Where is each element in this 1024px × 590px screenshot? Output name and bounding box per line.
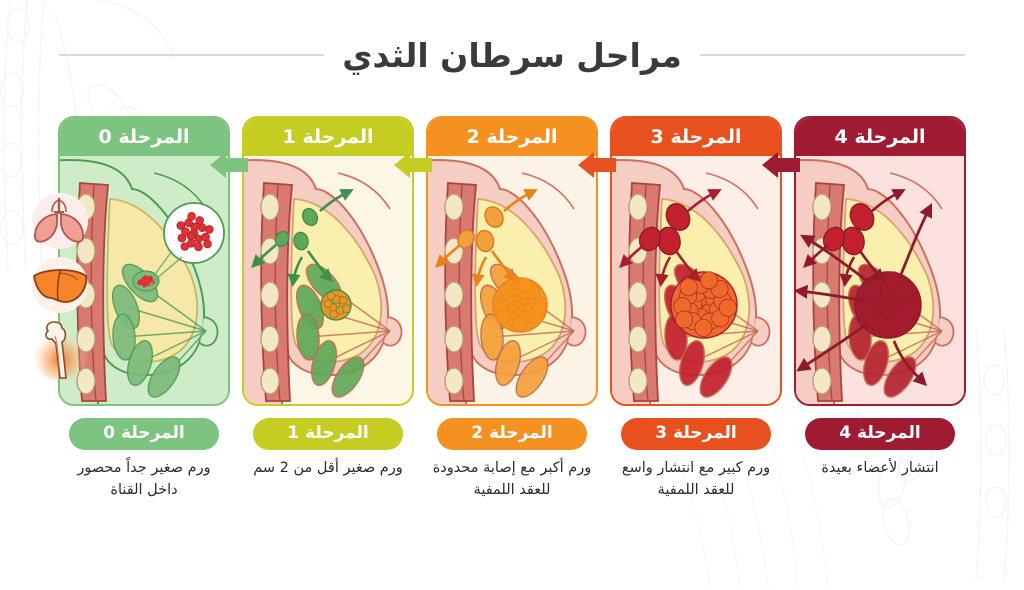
title-rule-right — [699, 54, 965, 56]
stage-description-stage-4: انتشار لأعضاء بعيدة — [821, 460, 939, 476]
badge-wrap-stage-0: المرحلة 0 — [58, 418, 230, 450]
description-wrap-stage-1: ورم صغير أقل من 2 سم — [242, 458, 414, 528]
stage-badge-stage-2[interactable]: المرحلة 2 — [437, 418, 587, 450]
stage-descriptions-row: انتشار لأعضاء بعيدة ورم كبير مع انتشار وا… — [0, 458, 1024, 528]
stage-card-frame: المرحلة 2 — [426, 116, 598, 406]
stage-card-stage-1[interactable]: المرحلة 1 — [242, 116, 414, 416]
title-rule-left — [59, 54, 325, 56]
stage-card-frame: المرحلة 1 — [242, 116, 414, 406]
stage-card-stage-0[interactable]: المرحلة 0 — [58, 116, 230, 416]
stage-description-stage-3: ورم كبير مع انتشار واسع للعقد اللمفية — [621, 460, 771, 498]
stage-card-header: المرحلة 3 — [612, 118, 780, 156]
description-wrap-stage-0: ورم صغير جداً محصور داخل القناة — [58, 458, 230, 528]
description-wrap-stage-2: ورم أكبر مع إصابة محدودة للعقد اللمفية — [426, 458, 598, 528]
stage-card-header: المرحلة 1 — [244, 118, 412, 156]
stage-illustration — [244, 156, 412, 404]
page-header: مراحل سرطان الثدي — [0, 28, 1024, 82]
stage-card-header: المرحلة 0 — [60, 118, 228, 156]
stage-description-stage-1: ورم صغير أقل من 2 سم — [253, 460, 403, 476]
page-title: مراحل سرطان الثدي — [342, 35, 682, 75]
stage-card-frame: المرحلة 0 — [58, 116, 230, 406]
stage-card-frame: المرحلة 4 — [794, 116, 966, 406]
stage-description-stage-0: ورم صغير جداً محصور داخل القناة — [77, 460, 211, 498]
arrow-from-stage0-to-stage1 — [208, 152, 250, 178]
stages-row: المرحلة 4 — [0, 116, 1024, 416]
stage-description-stage-2: ورم أكبر مع إصابة محدودة للعقد اللمفية — [432, 460, 592, 498]
description-wrap-stage-3: ورم كبير مع انتشار واسع للعقد اللمفية — [610, 458, 782, 528]
breast-cross-section-illustration — [612, 156, 780, 404]
description-wrap-stage-4: انتشار لأعضاء بعيدة — [794, 458, 966, 528]
stage-card-stage-3[interactable]: المرحلة 3 — [610, 116, 782, 416]
stage-card-frame: المرحلة 3 — [610, 116, 782, 406]
stage-badge-stage-0[interactable]: المرحلة 0 — [69, 418, 219, 450]
stage-illustration — [60, 156, 228, 404]
stage-badge-stage-1[interactable]: المرحلة 1 — [253, 418, 403, 450]
stage-badge-stage-3[interactable]: المرحلة 3 — [621, 418, 771, 450]
stage-card-header: المرحلة 2 — [428, 118, 596, 156]
arrow-from-stage2-to-stage3 — [576, 152, 618, 178]
stage-badges-row: المرحلة 4 المرحلة 3 المرحلة 2 المرحلة 1 المر… — [0, 418, 1024, 450]
stage-illustration — [796, 156, 964, 404]
breast-cross-section-illustration — [60, 156, 228, 404]
lungs-icon — [24, 190, 96, 252]
stage-badge-stage-4[interactable]: المرحلة 4 — [805, 418, 955, 450]
stage-illustration — [428, 156, 596, 404]
badge-wrap-stage-3: المرحلة 3 — [610, 418, 782, 450]
stage-card-header: المرحلة 4 — [796, 118, 964, 156]
metastasis-organs-group — [24, 190, 96, 381]
arrow-from-stage3-to-stage4 — [760, 152, 802, 178]
badge-wrap-stage-4: المرحلة 4 — [794, 418, 966, 450]
liver-icon — [24, 254, 96, 316]
stage-card-stage-4[interactable]: المرحلة 4 — [794, 116, 966, 416]
breast-cross-section-illustration — [244, 156, 412, 404]
badge-wrap-stage-1: المرحلة 1 — [242, 418, 414, 450]
breast-cross-section-illustration — [796, 156, 964, 404]
arrow-from-stage1-to-stage2 — [392, 152, 434, 178]
bone-icon — [24, 318, 96, 381]
breast-cross-section-illustration — [428, 156, 596, 404]
stage-card-stage-2[interactable]: المرحلة 2 — [426, 116, 598, 416]
badge-wrap-stage-2: المرحلة 2 — [426, 418, 598, 450]
stage-illustration — [612, 156, 780, 404]
